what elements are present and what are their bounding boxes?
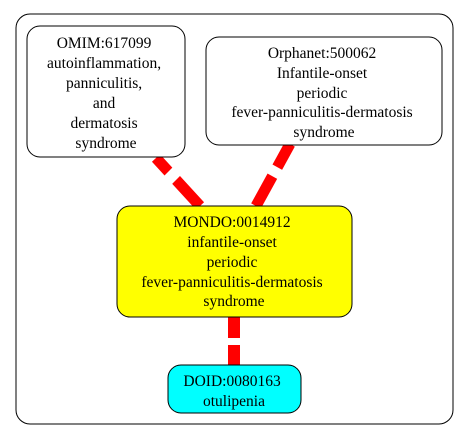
- node-orphanet-line-1: Orphanet:500062: [268, 45, 376, 62]
- node-mondo-line-5: syndrome: [203, 293, 264, 310]
- node-omim-line-6: syndrome: [75, 135, 136, 152]
- node-omim-line-4: and: [93, 95, 116, 112]
- node-omim-line-5: dermatosis: [70, 115, 137, 132]
- node-mondo[interactable]: MONDO:0014912 infantile-onset periodic f…: [116, 205, 353, 318]
- node-doid-line-2: otulipenia: [203, 393, 265, 410]
- node-orphanet[interactable]: Orphanet:500062 Infantile-onset periodic…: [205, 36, 443, 146]
- node-mondo-line-3: periodic: [207, 254, 258, 271]
- node-mondo-line-4: fever-panniculitis-dermatosis: [141, 274, 322, 291]
- svg-text:Orphanet:500062 Infantil: Orphanet:500062 Infantile-onset periodic…: [231, 45, 416, 141]
- edge-orphanet-mondo: [251, 141, 295, 209]
- node-omim[interactable]: OMIM:617099 autoinflammation, panniculit…: [26, 25, 186, 158]
- node-omim-line-2: autoinflammation,: [47, 55, 161, 72]
- svg-text:OMIM:617099 autoinflamma: OMIM:617099 autoinflammation, panniculit…: [47, 35, 165, 152]
- node-doid[interactable]: DOID:0080163 otulipenia: [167, 364, 302, 414]
- node-omim-box: [26, 25, 186, 158]
- edge-omim-mondo: [151, 154, 205, 210]
- svg-text:DOID:0080163 otulipenia: DOID:0080163 otulipenia: [183, 373, 284, 410]
- node-omim-line-3: panniculitis,: [66, 75, 142, 92]
- svg-text:MONDO:0014912 infantile-: MONDO:0014912 infantile-onset periodic f…: [141, 214, 326, 310]
- node-mondo-line-2: infantile-onset: [187, 234, 277, 251]
- node-doid-line-1: DOID:0080163: [183, 373, 281, 390]
- node-omim-line-1: OMIM:617099: [57, 35, 152, 52]
- node-orphanet-line-4: fever-panniculitis-dermatosis: [231, 104, 412, 121]
- node-orphanet-line-5: syndrome: [293, 124, 354, 141]
- node-orphanet-box: [205, 36, 443, 146]
- node-orphanet-line-3: periodic: [297, 85, 348, 102]
- node-mondo-line-1: MONDO:0014912: [174, 214, 291, 231]
- node-orphanet-line-2: Infantile-onset: [277, 65, 368, 82]
- node-doid-box: [167, 364, 302, 414]
- node-mondo-box: [116, 205, 353, 318]
